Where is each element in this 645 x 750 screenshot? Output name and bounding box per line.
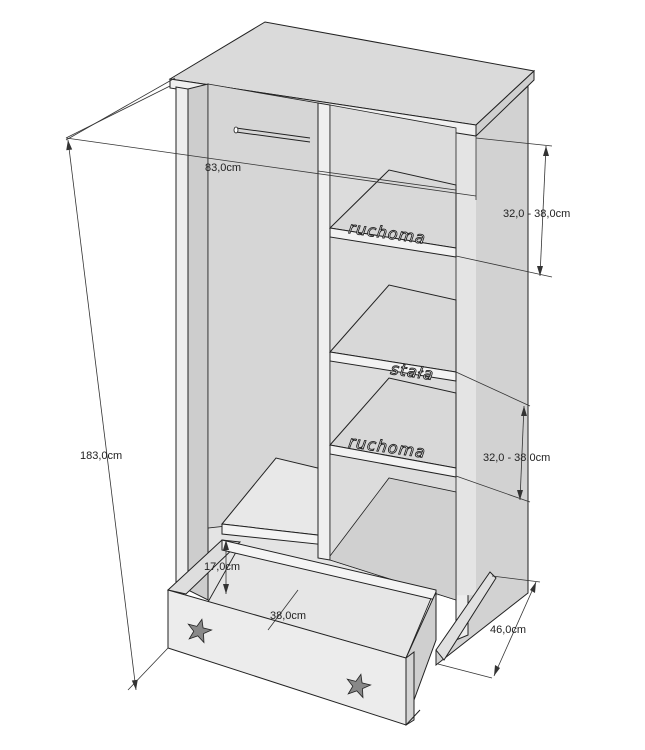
- star-icon: [346, 673, 372, 699]
- shelf-1-front: [329, 227, 457, 258]
- width-dimension: [65, 85, 477, 200]
- plinth: [435, 571, 497, 661]
- shelf-column-bottom: [329, 477, 457, 601]
- depth-label: 46,0cm: [490, 624, 526, 636]
- rail-end: [233, 126, 239, 134]
- shelf-3-front: [329, 444, 457, 478]
- left-inner-side: [187, 83, 209, 601]
- clothes-rail: [235, 127, 311, 139]
- star-icon: [187, 618, 213, 644]
- drawer-height-label: 17,0cm: [204, 561, 240, 573]
- drawer-height-dimension: [223, 540, 229, 594]
- depth-dimension: [437, 575, 541, 679]
- shelf-gap-top-dimension: [455, 137, 553, 278]
- height-dimension: [65, 77, 176, 691]
- drawer-depth-dimension: [267, 589, 299, 631]
- drawer-left-side: [166, 539, 242, 595]
- height-label: 183,0cm: [80, 450, 122, 462]
- shelf-gap-bottom-label: 32,0 - 38,0cm: [483, 452, 550, 464]
- drawer-foot: [405, 709, 421, 726]
- clothes-rail-lower: [235, 131, 311, 143]
- drawer-depth-label: 38,0cm: [270, 610, 306, 622]
- left-side-panel: [175, 86, 189, 591]
- width-label: 83,0cm: [205, 162, 241, 174]
- shelf-gap-top-label: 32,0 - 38,0cm: [503, 208, 570, 220]
- drawer-front-edge: [405, 651, 415, 726]
- shelf-2-front: [329, 351, 457, 382]
- top-board-side: [475, 69, 535, 138]
- hanging-compartment: [207, 83, 319, 529]
- shelf-gap-bottom-dimension: [455, 371, 531, 503]
